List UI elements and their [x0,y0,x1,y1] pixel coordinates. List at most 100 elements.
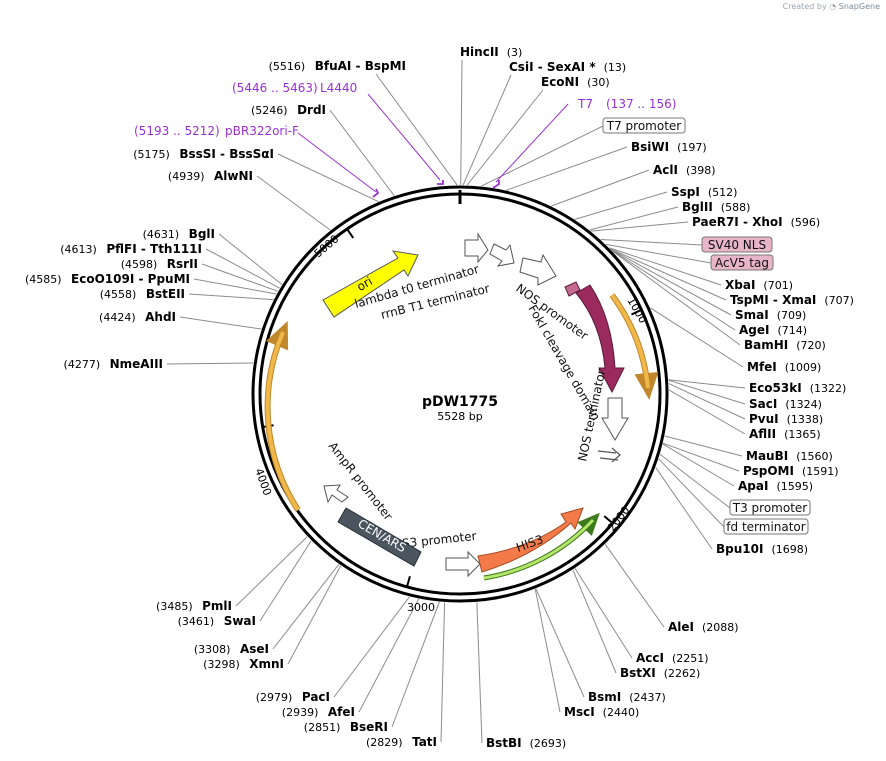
enzyme-site-label[interactable]: BamHI(720) [744,338,826,352]
leader-line [391,601,440,728]
boxed-feature[interactable]: T3 promoter [729,499,811,516]
enzyme-site-label[interactable]: (5175) BssSI - BssSαI [133,147,274,161]
enzyme-site-label[interactable]: (4939) AlwNI [168,169,253,183]
enzyme-site-label[interactable]: SacI(1324) [749,397,822,411]
primer-pbr322ori-f-mark [372,188,380,198]
primer-pbr322ori-f-leader [297,132,377,193]
boxed-feature[interactable]: T7 promoter [602,117,686,134]
enzyme-site-label[interactable]: (4613) PflFI - Tth111I [60,242,202,256]
ori-feature-label: ori [354,274,375,294]
enzyme-site-label[interactable]: (2829) TatI [366,735,437,749]
boxed-feature[interactable]: SV40 NLS [701,236,773,253]
primer-l4440-range: (5446 .. 5463) [232,81,318,95]
orf-arc-green [483,512,600,581]
enzyme-site-label[interactable]: AflII(1365) [749,427,821,441]
boxed-feature[interactable]: AcV5 tag [710,254,774,271]
cen-ars-feature [337,507,422,567]
ori-feature-arrow [322,250,419,318]
leader-line [460,59,463,186]
leader-line [650,307,744,368]
enzyme-labels-left: (5516) BfuAI - BspMI (5246) DrdI (5175) Bs… [25,59,437,749]
leader-line [205,248,280,289]
enzyme-site-label[interactable]: (4558) BstEII [100,287,185,301]
leader-line [201,263,279,292]
leader-line [358,598,420,713]
enzyme-site-label[interactable]: Eco53kI(1322) [749,381,846,395]
leader-line [506,146,628,191]
ampr-promoter-arrow [323,484,349,504]
leader-line [277,153,379,203]
enzyme-site-label[interactable]: (5516) BfuAI - BspMI [269,59,406,73]
enzyme-site-label[interactable]: AleI(2088) [668,620,739,634]
primer-t7[interactable]: T7 (137 .. 156) [492,97,676,189]
enzyme-site-label[interactable]: TspMI - XmaI(707) [730,293,854,307]
enzyme-site-label[interactable]: ApaI(1595) [738,479,813,493]
primer-t7-name: T7 [577,97,593,111]
enzyme-site-label[interactable]: (4598) RsrII [121,257,198,271]
tick-mark [406,575,411,588]
orf-arc-left-fill [265,331,300,512]
leader-line [612,250,741,346]
enzyme-site-label[interactable]: (4585) EcoO109I - PpuMI [25,272,190,286]
enzyme-site-label[interactable]: BsmI(2437) [588,690,666,704]
enzyme-site-label[interactable]: (2979) PacI [256,690,330,704]
leader-line [662,442,740,472]
enzyme-site-label[interactable]: (3461) SwaI [178,614,256,628]
enzyme-site-label[interactable]: PaeR7I - XhoI(596) [692,215,820,229]
enzyme-site-label[interactable]: EcoNI(30) [541,75,610,89]
enzyme-site-label[interactable]: (2851) BseRI [304,720,388,734]
enzyme-site-label[interactable]: (3485) PmlI [156,599,232,613]
nos-promoter-arrow [519,253,557,286]
leader-line [572,569,617,674]
leader-line [166,362,254,365]
enzyme-site-label[interactable]: (5246) DrdI [251,103,326,117]
primer-l4440[interactable]: (5446 .. 5463) L4440 [232,81,444,185]
enzyme-site-label[interactable]: PspOMI(1591) [743,464,839,478]
enzyme-site-label[interactable]: SspI(512) [671,185,737,199]
leader-line [610,248,727,301]
enzyme-site-label[interactable]: BstXI(2262) [620,666,700,680]
enzyme-site-label[interactable]: BglII(588) [682,200,750,214]
leader-line [535,588,585,698]
enzyme-site-label[interactable]: BstBI(2693) [486,736,566,750]
boxed-feature-box [710,254,774,271]
enzyme-site-label[interactable]: Bpu10I(1698) [716,542,808,556]
primer-pbr322ori-f-range: (5193 .. 5212) [134,124,220,138]
enzyme-site-label[interactable]: (4631) BglI [143,227,215,241]
primer-pbr322ori-f[interactable]: (5193 .. 5212) pBR322ori-F [134,124,380,198]
primer-t7-range: (137 .. 156) [606,97,676,111]
enzyme-site-label[interactable]: CsiI - SexAI *(13) [509,60,626,74]
his3-feature-arrow [477,507,584,573]
boxed-feature[interactable]: fd terminator [723,518,809,535]
boxed-feature-label: T3 promoter [732,501,808,515]
enzyme-site-label[interactable]: (3298) XmnI [203,657,284,671]
enzyme-site-label[interactable]: MauBI(1560) [746,449,833,463]
enzyme-site-label[interactable]: (4277) NmeAIII [64,357,163,371]
leader-line [609,247,722,286]
enzyme-site-label[interactable]: XbaI(701) [725,278,793,292]
leader-line [462,74,512,186]
enzyme-site-label[interactable]: BsiWI(197) [631,140,707,154]
leader-line [655,467,713,550]
boxed-feature-box [602,117,686,134]
enzyme-site-label[interactable]: SmaI(709) [735,308,806,322]
enzyme-site-label[interactable]: AccI(2251) [636,651,709,665]
enzyme-site-label[interactable]: AgeI(714) [739,323,807,337]
leader-line [668,379,746,405]
enzyme-site-label[interactable]: PvuI(1338) [749,412,823,426]
leader-line [333,596,410,698]
enzyme-site-label[interactable]: HincII(3) [460,45,522,59]
enzyme-site-label[interactable]: MscI(2440) [564,705,639,719]
enzyme-site-label[interactable]: (4424) AhdI [99,310,176,324]
plasmid-length: 5528 bp [437,410,482,423]
leader-line [664,435,743,457]
boxed-feature-box [723,518,809,535]
small-feature-arrows [597,447,621,463]
his3-promoter-arrow [445,550,481,578]
enzyme-site-label[interactable]: AclI(398) [653,163,716,177]
orf-arc-green-fill [483,518,595,580]
enzyme-site-label[interactable]: (2939) AfeI [282,705,355,719]
tick-label: 4000 [252,467,274,498]
enzyme-site-label[interactable]: (3308) AseI [194,642,269,656]
enzyme-site-label[interactable]: MfeI(1009) [747,360,821,374]
